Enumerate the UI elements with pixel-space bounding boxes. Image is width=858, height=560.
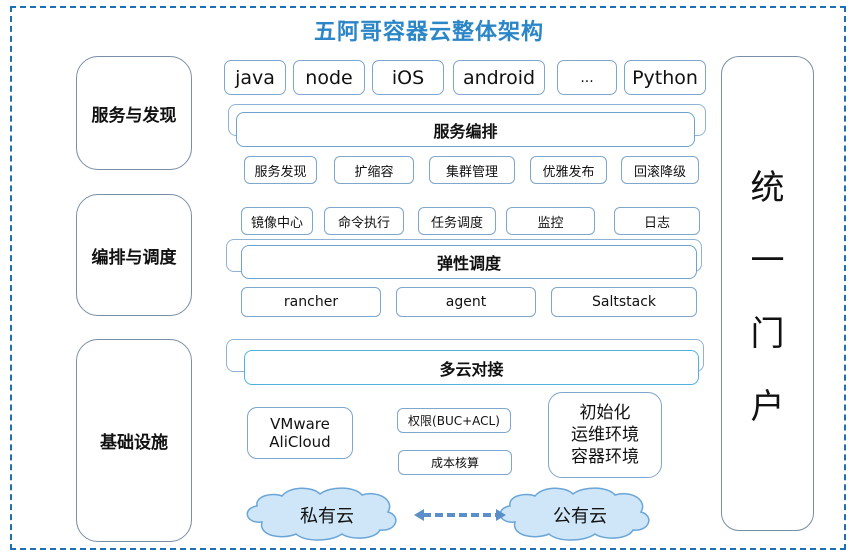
portal-char: 户 [750, 386, 785, 427]
feature-label: 回滚降级 [633, 164, 686, 180]
bar-label: 弹性调度 [436, 254, 501, 273]
container-env-label: 容器环境 [571, 447, 639, 467]
category-infrastructure: 基础设施 [76, 339, 192, 542]
lang-label: Python [632, 66, 698, 89]
feature-label: 扩缩容 [354, 164, 394, 180]
category-label: 服务与发现 [91, 105, 177, 126]
lang-ios: iOS [372, 60, 444, 95]
feature-label: 集群管理 [445, 164, 498, 180]
init-label: 初始化 [579, 403, 631, 423]
lang-python: Python [624, 60, 706, 95]
feature-label: 优雅发布 [542, 164, 595, 180]
feature-scaling: 扩缩容 [334, 156, 414, 184]
bar-label: 服务编排 [433, 121, 498, 141]
outer-dashed-frame [10, 6, 846, 550]
feature-label: 命令执行 [337, 215, 390, 231]
feature-image-center: 镜像中心 [241, 207, 313, 235]
public-cloud: 公有云 [515, 492, 645, 538]
agent-label: Saltstack [591, 294, 656, 310]
lang-label: iOS [391, 66, 425, 89]
elastic-scheduling-bar: 弹性调度 [241, 245, 697, 279]
category-service-discovery: 服务与发现 [76, 56, 192, 170]
providers-box: VMware AliCloud [247, 407, 353, 459]
agent-agent: agent [396, 287, 536, 317]
agent-rancher: rancher [241, 287, 381, 317]
private-cloud: 私有云 [262, 492, 392, 538]
bar-label: 多云对接 [439, 359, 504, 379]
category-label: 编排与调度 [91, 247, 177, 268]
portal-char: 一 [750, 240, 785, 281]
private-cloud-icon [246, 487, 397, 541]
public-cloud-icon [499, 487, 650, 541]
lang-label: android [462, 66, 536, 89]
feature-task-scheduling: 任务调度 [418, 207, 496, 235]
lang-label: ... [580, 69, 594, 86]
lang-more: ... [557, 60, 617, 95]
init-environment-box: 初始化 运维环境 容器环境 [548, 392, 662, 478]
category-label: 基础设施 [100, 433, 168, 453]
diagram-title: 五阿哥容器云整体架构 [313, 19, 544, 45]
feature-cluster-management: 集群管理 [429, 156, 515, 184]
feature-label: 服务发现 [254, 164, 307, 180]
provider-vmware: VMware [270, 415, 330, 433]
lang-label: java [235, 66, 275, 89]
feature-rollback: 回滚降级 [621, 156, 699, 184]
multi-cloud-bar: 多云对接 [244, 350, 699, 385]
public-cloud-label: 公有云 [553, 506, 607, 527]
feature-label: 镜像中心 [250, 215, 303, 231]
cost-label: 成本核算 [430, 456, 479, 470]
portal-char: 统 [750, 167, 785, 208]
bidirectional-arrow-icon [414, 509, 506, 521]
cost-accounting-box: 成本核算 [398, 450, 512, 475]
feature-service-discovery: 服务发现 [244, 156, 317, 184]
lang-java: java [224, 60, 286, 95]
feature-label: 监控 [537, 215, 564, 231]
lang-label: node [305, 66, 353, 89]
service-orchestration-bar: 服务编排 [236, 112, 695, 147]
permission-label: 权限(BUC+ACL) [408, 414, 500, 428]
category-orchestration: 编排与调度 [76, 194, 192, 316]
agent-label: agent [445, 294, 487, 310]
unified-portal: 统 一 门 户 [721, 56, 814, 531]
private-cloud-label: 私有云 [300, 506, 354, 527]
portal-char: 门 [750, 313, 785, 354]
permission-box: 权限(BUC+ACL) [397, 408, 511, 433]
agent-label: rancher [283, 294, 339, 310]
feature-label: 日志 [643, 215, 670, 231]
feature-monitoring: 监控 [506, 207, 595, 235]
feature-command-exec: 命令执行 [324, 207, 404, 235]
feature-graceful-release: 优雅发布 [530, 156, 607, 184]
lang-android: android [453, 60, 545, 95]
provider-alicloud: AliCloud [269, 433, 331, 451]
lang-node: node [293, 60, 365, 95]
agent-saltstack: Saltstack [551, 287, 697, 317]
ops-env-label: 运维环境 [571, 425, 639, 445]
feature-label: 任务调度 [430, 215, 483, 231]
feature-logging: 日志 [614, 207, 700, 235]
